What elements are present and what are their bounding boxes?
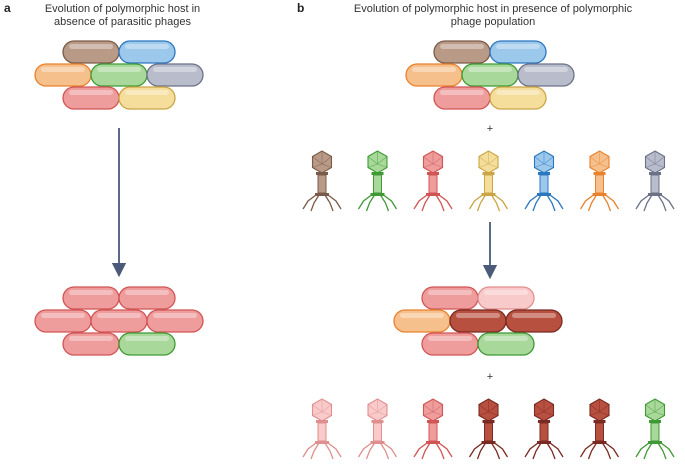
panel-b-title: Evolution of polymorphic host in presenc…	[308, 3, 678, 29]
b-after-phage-darkred	[579, 398, 620, 460]
b-before-cell-highlight	[524, 67, 568, 72]
a-before-cell-highlight	[125, 90, 169, 95]
panel-a-title: Evolution of polymorphic host in absence…	[20, 3, 225, 29]
a-before-cell-yellow	[118, 86, 176, 110]
panel-b-after-phages	[302, 398, 675, 460]
b-before-phage-red	[413, 150, 453, 212]
b-before-phage-slate	[635, 150, 675, 212]
plus-sign-top: +	[487, 123, 493, 135]
panel-b-title-line2: phage population	[450, 16, 536, 28]
b-after-cell-highlight	[484, 290, 528, 295]
b-after-phage-pink	[357, 398, 398, 460]
b-before-phage-orange	[579, 150, 620, 212]
panel-a-title-line2: absence of parasitic phages	[54, 16, 191, 28]
a-after-cell-highlight	[153, 313, 197, 318]
a-before-cell-highlight	[69, 90, 113, 95]
b-after-phage-green	[635, 398, 675, 460]
a-after-cell-highlight	[125, 290, 169, 295]
panel-a-before-cluster	[34, 40, 204, 110]
b-before-phage-brown	[302, 150, 342, 212]
a-after-cell-red	[118, 286, 176, 310]
a-before-cell-slate	[146, 63, 204, 87]
a-before-cell-highlight	[125, 44, 169, 49]
panel-b-after-cluster	[393, 286, 563, 356]
b-before-cell-highlight	[440, 90, 484, 95]
b-after-cell-highlight	[428, 290, 472, 295]
b-before-cell-highlight	[468, 67, 512, 72]
a-after-cell-highlight	[41, 313, 85, 318]
b-after-cell-green	[477, 332, 535, 356]
a-after-cell-highlight	[125, 336, 169, 341]
b-after-phage-darkred	[468, 398, 509, 460]
b-after-phage-darkred	[524, 398, 564, 460]
b-after-cell-highlight	[456, 313, 500, 318]
b-after-cell-darkred	[505, 309, 563, 333]
a-before-cell-blue	[118, 40, 176, 64]
a-after-cell-highlight	[97, 313, 141, 318]
panel-a-letter: a	[4, 1, 11, 15]
b-before-cell-highlight	[412, 67, 456, 72]
b-before-phage-yellow	[468, 150, 509, 212]
b-after-phage-red	[413, 398, 453, 460]
b-before-cell-slate	[517, 63, 575, 87]
b-before-cell-blue	[489, 40, 547, 64]
b-after-phage-pink	[302, 398, 342, 460]
panel-a-after-cluster	[34, 286, 204, 356]
panel-a-title-line1: Evolution of polymorphic host in	[44, 3, 201, 15]
a-before-cell-highlight	[153, 67, 197, 72]
b-before-cell-yellow	[489, 86, 547, 110]
b-before-phage-green	[357, 150, 398, 212]
a-after-cell-green	[118, 332, 176, 356]
panel-b-before-phages	[302, 150, 675, 212]
panel-b-title-line1: Evolution of polymorphic host in presenc…	[353, 3, 633, 15]
panel-b-letter: b	[297, 1, 305, 15]
b-before-cell-highlight	[440, 44, 484, 49]
a-after-cell-red	[146, 309, 204, 333]
a-before-cell-highlight	[41, 67, 85, 72]
a-after-cell-highlight	[69, 290, 113, 295]
a-before-cell-highlight	[97, 67, 141, 72]
plus-sign-bottom: +	[487, 371, 493, 383]
panel-b-before-cluster	[405, 40, 575, 110]
b-after-cell-highlight	[400, 313, 444, 318]
a-before-cell-highlight	[69, 44, 113, 49]
b-after-cell-pink	[477, 286, 535, 310]
b-before-cell-highlight	[496, 44, 540, 49]
b-after-cell-highlight	[484, 336, 528, 341]
b-before-cell-highlight	[496, 90, 540, 95]
b-after-cell-highlight	[428, 336, 472, 341]
b-before-phage-blue	[524, 150, 564, 212]
a-after-cell-highlight	[69, 336, 113, 341]
b-after-cell-highlight	[512, 313, 556, 318]
